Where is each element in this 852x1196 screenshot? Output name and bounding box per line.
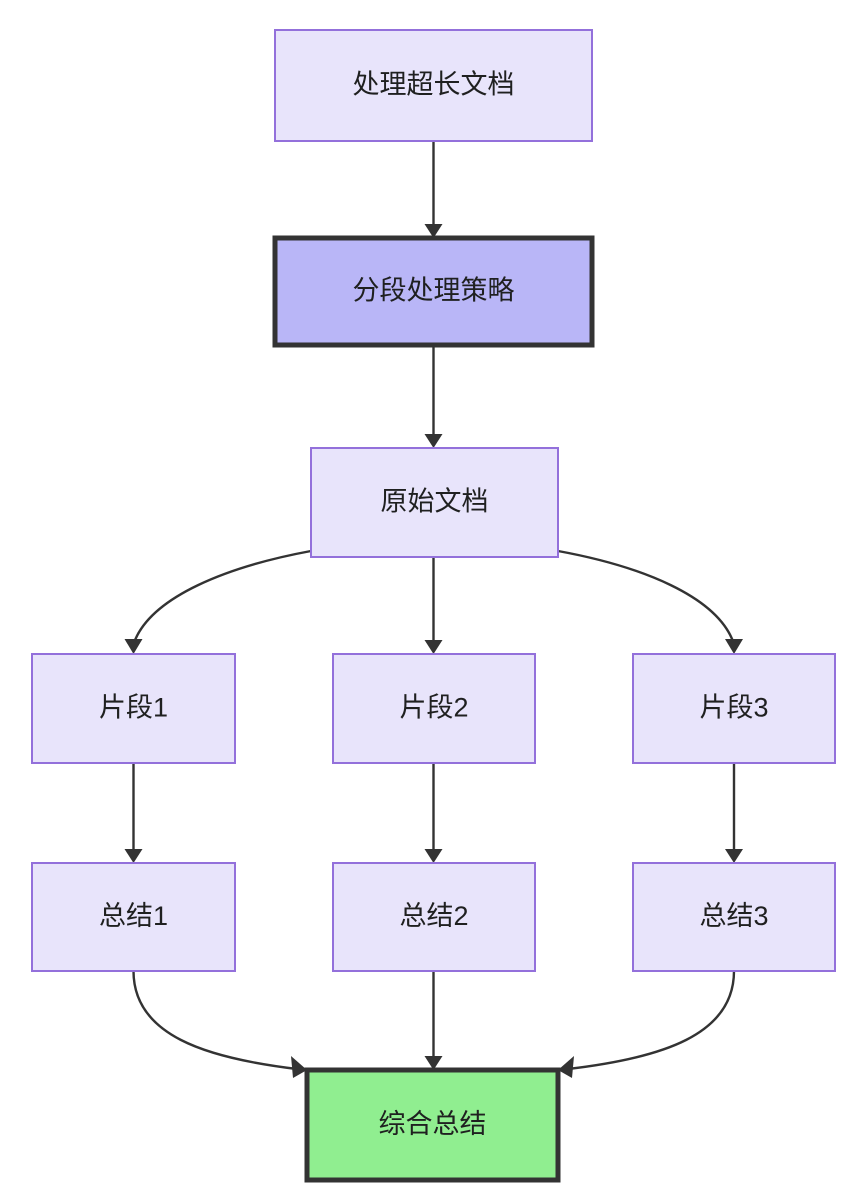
node-label: 总结3 — [699, 901, 768, 931]
node-label: 总结1 — [99, 901, 168, 931]
node-n2[interactable]: 分段处理策略 — [272, 235, 595, 348]
edge-arrowhead — [558, 1056, 574, 1078]
node-n6[interactable]: 片段3 — [632, 653, 836, 764]
node-box[interactable] — [332, 862, 536, 972]
node-n10[interactable]: 综合总结 — [304, 1067, 561, 1183]
edge-n8-to-n10 — [424, 971, 443, 1070]
node-label: 片段2 — [399, 693, 468, 723]
node-box[interactable] — [31, 862, 236, 972]
node-box[interactable] — [310, 447, 559, 558]
edge-line — [567, 970, 736, 1071]
edge-n9-to-n10 — [558, 970, 736, 1078]
edge-n3-to-n5 — [424, 557, 443, 654]
edge-arrowhead — [424, 849, 443, 863]
node-n9[interactable]: 总结3 — [632, 862, 836, 972]
node-box[interactable] — [632, 862, 836, 972]
edge-line — [132, 970, 298, 1071]
node-box[interactable] — [632, 653, 836, 764]
edge-n3-to-n6 — [557, 549, 743, 654]
edge-n5-to-n8 — [424, 763, 443, 863]
node-box[interactable] — [274, 29, 593, 142]
node-label: 片段3 — [699, 693, 768, 723]
edges-layer — [124, 141, 743, 1078]
node-n3[interactable]: 原始文档 — [310, 447, 559, 558]
edge-arrowhead — [424, 224, 443, 238]
node-box[interactable] — [332, 653, 536, 764]
edge-arrowhead — [424, 434, 443, 448]
node-n7[interactable]: 总结1 — [31, 862, 236, 972]
node-label: 总结2 — [399, 901, 468, 931]
node-n5[interactable]: 片段2 — [332, 653, 536, 764]
edge-n2-to-n3 — [424, 345, 443, 448]
node-box[interactable] — [272, 235, 595, 348]
edge-line — [557, 549, 736, 645]
node-n8[interactable]: 总结2 — [332, 862, 536, 972]
node-label: 片段1 — [99, 693, 168, 723]
edge-n6-to-n9 — [725, 763, 743, 863]
node-label: 原始文档 — [381, 487, 489, 517]
edge-n1-to-n2 — [424, 141, 443, 238]
edge-arrowhead — [725, 849, 743, 863]
node-label: 分段处理策略 — [353, 276, 515, 306]
edge-arrowhead — [291, 1056, 307, 1078]
node-box[interactable] — [31, 653, 236, 764]
node-label: 处理超长文档 — [353, 70, 515, 100]
edge-arrowhead — [424, 640, 443, 654]
edge-line — [132, 549, 312, 645]
edge-arrowhead — [124, 849, 143, 863]
node-n4[interactable]: 片段1 — [31, 653, 236, 764]
edge-n7-to-n10 — [132, 970, 307, 1078]
edge-n3-to-n4 — [124, 549, 312, 654]
node-box[interactable] — [304, 1067, 561, 1183]
edge-arrowhead — [424, 1056, 443, 1070]
edge-arrowhead — [725, 639, 743, 654]
edge-arrowhead — [124, 639, 143, 654]
edge-n4-to-n7 — [124, 763, 143, 863]
node-n1[interactable]: 处理超长文档 — [274, 29, 593, 142]
node-label: 综合总结 — [379, 1109, 487, 1139]
